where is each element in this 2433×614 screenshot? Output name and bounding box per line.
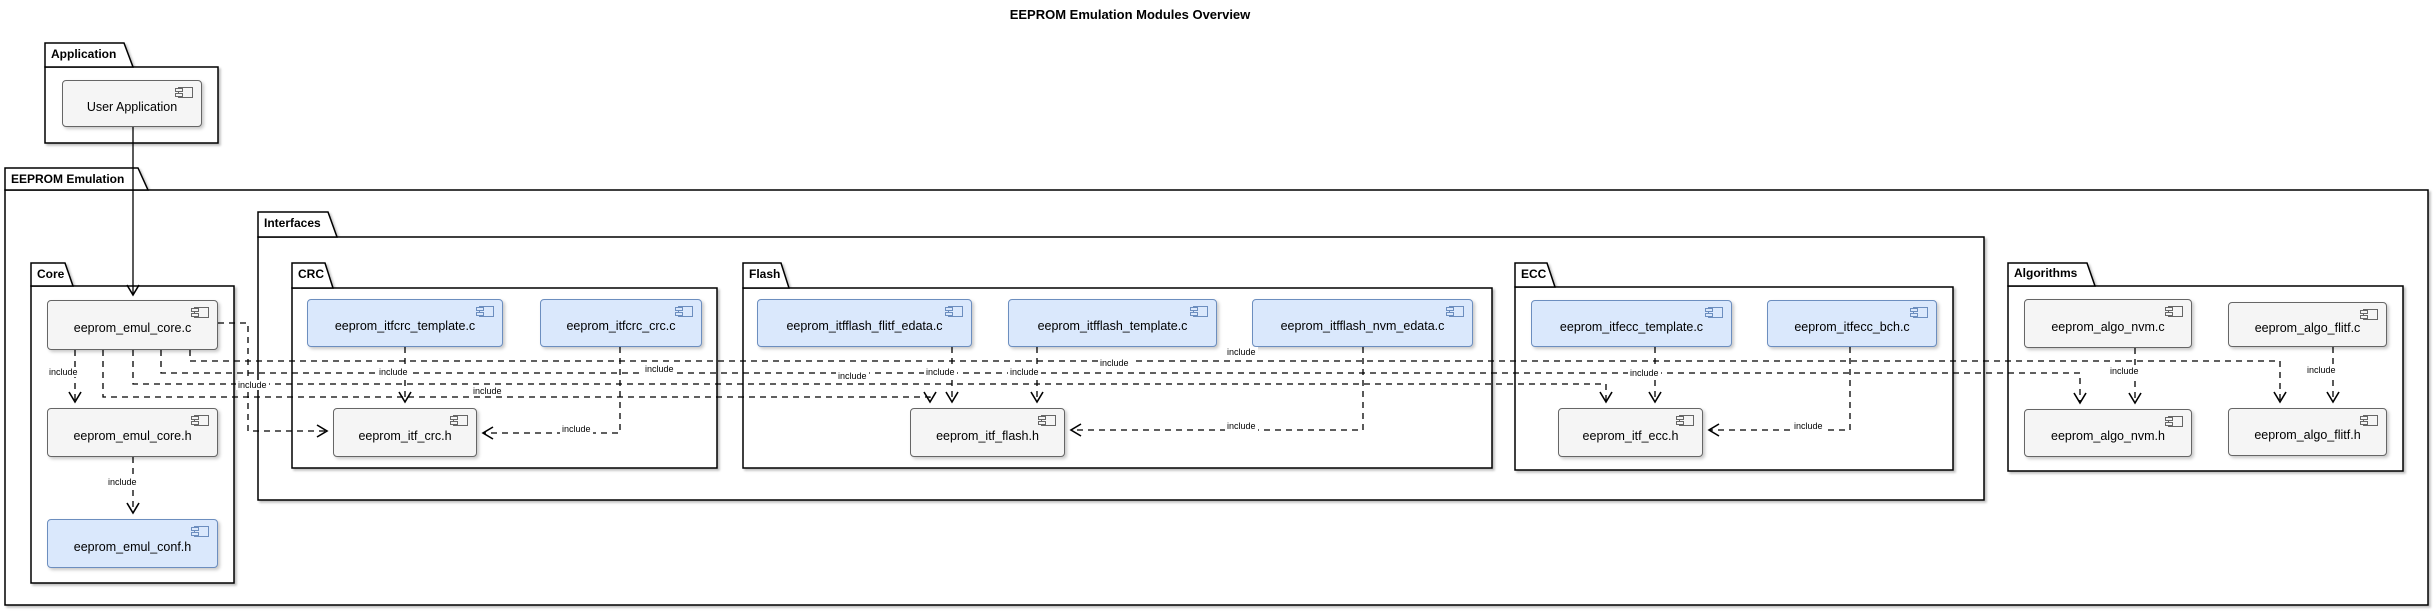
- component-eeprom-algo-nvm-h[interactable]: eeprom_algo_nvm.h: [2024, 409, 2192, 457]
- edge-emul-core-c-to-itf-crc-h: [218, 322, 329, 438]
- component-label: eeprom_itf_flash.h: [936, 428, 1039, 443]
- component-eeprom-algo-flitf-c[interactable]: eeprom_algo_flitf.c: [2228, 302, 2387, 347]
- component-label: eeprom_algo_flitf.c: [2254, 320, 2361, 335]
- component-eeprom-itfecc-template-c[interactable]: eeprom_itfecc_template.c: [1531, 300, 1732, 347]
- component-eeprom-itfecc-bch-c[interactable]: eeprom_itfecc_bch.c: [1767, 300, 1937, 347]
- edge-emul-core-c-to-itf-flash-h: [102, 350, 937, 404]
- component-user-application[interactable]: User Application: [62, 80, 202, 127]
- package-label-flash: Flash: [749, 267, 781, 281]
- edge-label-include: include: [1792, 421, 1825, 431]
- uml-component-icon: [1676, 415, 1694, 426]
- uml-component-icon: [1038, 415, 1056, 426]
- uml-component-icon: [476, 306, 494, 317]
- diagram-title: EEPROM Emulation Modules Overview: [1009, 7, 1251, 22]
- component-label: eeprom_emul_core.h: [73, 428, 192, 443]
- uml-component-icon: [1910, 307, 1928, 318]
- component-eeprom-itfflash-flitf-edata-c[interactable]: eeprom_itfflash_flitf_edata.c: [757, 299, 972, 347]
- edge-itfflash-nvm-edata-c-to-itf-flash-h: [1069, 347, 1364, 437]
- uml-component-icon: [1705, 307, 1723, 318]
- edge-label-include: include: [1628, 368, 1661, 378]
- edge-label-include: include: [1098, 358, 1131, 368]
- component-eeprom-emul-core-h[interactable]: eeprom_emul_core.h: [47, 408, 218, 457]
- component-label: eeprom_itfcrc_crc.c: [566, 319, 676, 333]
- edge-emul-core-c-to-algo-flitf-h: [189, 350, 2287, 404]
- edge-label-include: include: [47, 367, 80, 377]
- edge-label-include: include: [2108, 366, 2141, 376]
- component-eeprom-itf-crc-h[interactable]: eeprom_itf_crc.h: [333, 408, 477, 457]
- component-label: eeprom_algo_nvm.h: [2051, 429, 2165, 443]
- edge-itfcrc-crc-c-to-itf-crc-h: [481, 347, 621, 440]
- edge-label-include: include: [836, 371, 869, 381]
- component-eeprom-itf-ecc-h[interactable]: eeprom_itf_ecc.h: [1558, 408, 1703, 457]
- component-label: eeprom_itf_ecc.h: [1582, 428, 1679, 443]
- component-eeprom-itfflash-nvm-edata-c[interactable]: eeprom_itfflash_nvm_edata.c: [1252, 299, 1473, 347]
- uml-component-icon: [2165, 416, 2183, 427]
- component-eeprom-algo-nvm-c[interactable]: eeprom_algo_nvm.c: [2024, 299, 2192, 348]
- package-label-core: Core: [37, 267, 65, 281]
- edge-label-include: include: [471, 386, 504, 396]
- component-label: eeprom_itfcrc_template.c: [334, 319, 476, 333]
- component-eeprom-itf-flash-h[interactable]: eeprom_itf_flash.h: [910, 408, 1065, 457]
- component-label: User Application: [86, 99, 178, 114]
- edge-label-include: include: [643, 364, 676, 374]
- uml-component-icon: [450, 415, 468, 426]
- component-label: eeprom_algo_flitf.h: [2254, 428, 2361, 442]
- edge-label-include: include: [1225, 421, 1258, 431]
- package-label-crc: CRC: [298, 267, 324, 281]
- uml-component-icon: [675, 306, 693, 317]
- edge-label-include: include: [1008, 367, 1041, 377]
- package-label-eeprom-emulation: EEPROM Emulation: [11, 172, 125, 186]
- uml-component-icon: [191, 415, 209, 426]
- uml-component-icon: [945, 306, 963, 317]
- uml-component-icon: [1446, 306, 1464, 317]
- component-eeprom-itfcrc-template-c[interactable]: eeprom_itfcrc_template.c: [307, 299, 503, 347]
- edge-emul-core-c-to-itf-ecc-h: [132, 350, 1613, 404]
- component-eeprom-emul-core-c[interactable]: eeprom_emul_core.c: [47, 300, 218, 350]
- package-label-interfaces: Interfaces: [264, 216, 321, 230]
- edge-label-include: include: [377, 367, 410, 377]
- package-label-application: Application: [51, 47, 117, 61]
- component-label: eeprom_itfecc_bch.c: [1794, 319, 1910, 334]
- edge-label-include: include: [560, 424, 593, 434]
- edge-label-include: include: [2305, 365, 2338, 375]
- component-eeprom-emul-conf-h[interactable]: eeprom_emul_conf.h: [47, 519, 218, 568]
- component-eeprom-itfflash-template-c[interactable]: eeprom_itfflash_template.c: [1008, 299, 1217, 347]
- uml-component-icon: [191, 307, 209, 318]
- uml-component-icon: [2360, 309, 2378, 320]
- package-label-ecc: ECC: [1521, 267, 1547, 281]
- package-label-algorithms: Algorithms: [2014, 266, 2078, 280]
- edge-label-include: include: [236, 380, 269, 390]
- component-label: eeprom_itfflash_nvm_edata.c: [1280, 319, 1445, 333]
- edge-emul-core-c-to-algo-nvm-h: [160, 350, 2087, 405]
- component-label: eeprom_itfflash_flitf_edata.c: [786, 319, 943, 333]
- component-label: eeprom_emul_conf.h: [73, 539, 192, 554]
- component-label: eeprom_itfflash_template.c: [1037, 319, 1188, 333]
- component-eeprom-itfcrc-crc-c[interactable]: eeprom_itfcrc_crc.c: [540, 299, 702, 347]
- edge-itfecc-bch-c-to-itf-ecc-h: [1707, 347, 1851, 437]
- uml-component-icon: [2360, 415, 2378, 426]
- component-label: eeprom_algo_nvm.c: [2051, 319, 2165, 334]
- edge-label-include: include: [1225, 347, 1258, 357]
- component-label: eeprom_itfecc_template.c: [1559, 319, 1704, 334]
- edge-label-include: include: [924, 367, 957, 377]
- uml-component-icon: [1190, 306, 1208, 317]
- uml-component-icon: [175, 87, 193, 98]
- component-eeprom-algo-flitf-h[interactable]: eeprom_algo_flitf.h: [2228, 408, 2387, 456]
- uml-component-icon: [191, 526, 209, 537]
- component-label: eeprom_itf_crc.h: [358, 428, 452, 443]
- uml-component-icon: [2165, 306, 2183, 317]
- edge-label-include: include: [106, 477, 139, 487]
- component-label: eeprom_emul_core.c: [73, 321, 192, 335]
